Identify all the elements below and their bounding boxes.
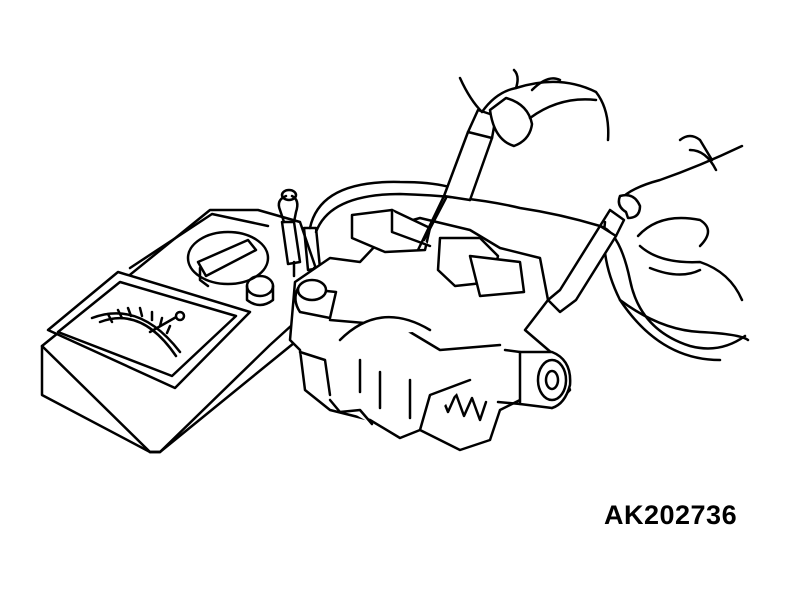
range-selector-knob <box>186 230 270 288</box>
meter-needle <box>148 314 180 334</box>
zero-adjust-knob <box>245 274 275 307</box>
meter-window <box>46 270 252 390</box>
component-under-test <box>288 208 572 452</box>
multimeter <box>40 208 327 454</box>
left-hand-probe <box>416 68 610 252</box>
multimeter-front-edge <box>40 344 152 454</box>
meter-scale-arc <box>90 312 182 354</box>
right-hand-probe <box>546 134 750 342</box>
figure-code-label: AK202736 <box>604 500 738 530</box>
